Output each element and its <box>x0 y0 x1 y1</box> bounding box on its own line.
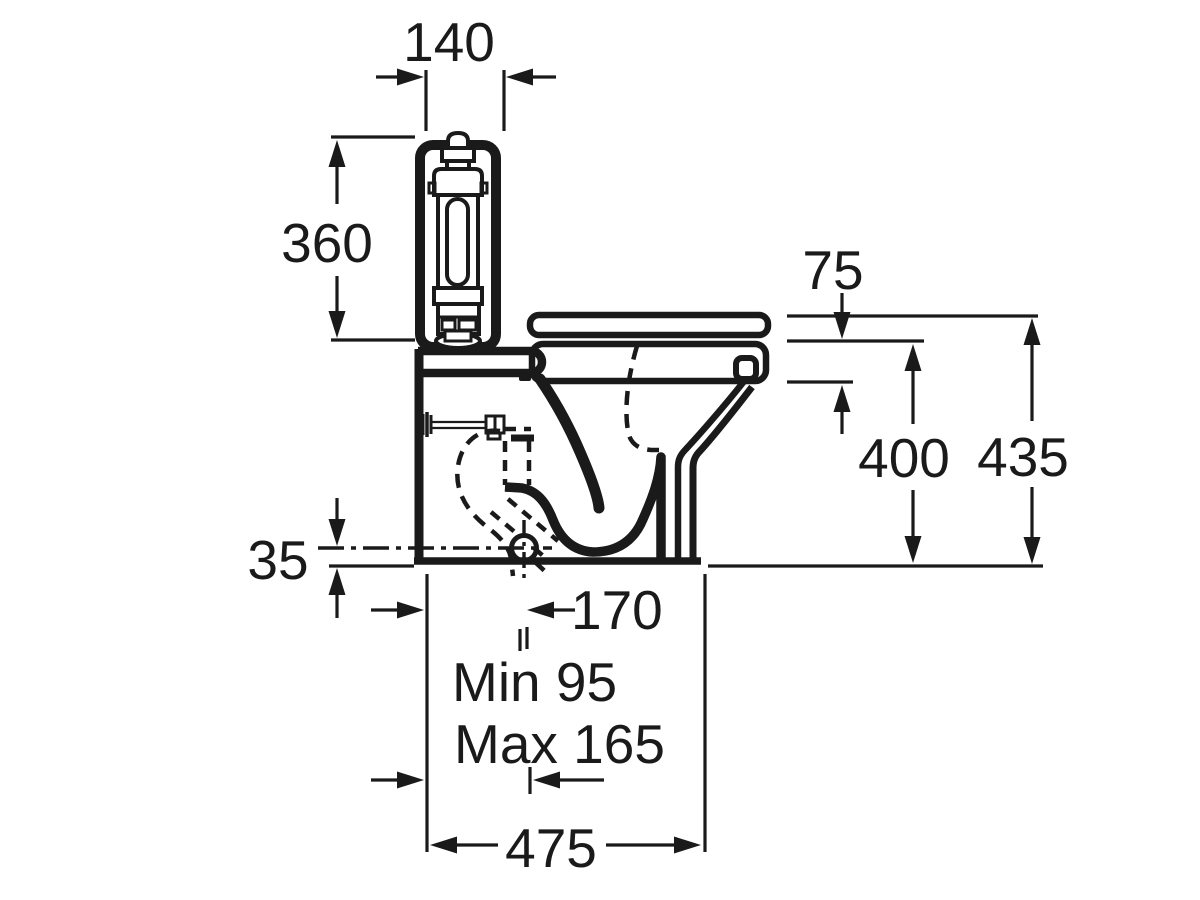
valve-float-tube <box>445 197 470 287</box>
valve-cap <box>432 167 484 197</box>
label-cistern-width: 140 <box>403 11 495 73</box>
outlet-circle <box>509 533 539 563</box>
inlet-connector-foot <box>486 431 502 441</box>
dimension-labels: 140 360 75 400 435 35 170 Min 95 Max 165… <box>247 11 1068 879</box>
angled-outlet-below-floor <box>534 561 550 576</box>
seat-lid <box>526 311 772 339</box>
arrow-435-up <box>1023 318 1041 345</box>
pan-rim-band <box>418 346 547 378</box>
arrow-170-right <box>527 601 554 619</box>
bowl-interior-hidden <box>624 345 659 453</box>
label-seat-to-rim: 75 <box>802 239 863 301</box>
label-outlet-centre-depth: 170 <box>571 579 663 641</box>
bowl-front-outer <box>689 384 755 558</box>
inlet-valve-assembly <box>421 412 506 441</box>
bowl-front-inner <box>674 377 748 558</box>
centerlines <box>318 520 552 794</box>
angled-outlet-line1 <box>489 510 518 535</box>
arrow-minmax-left <box>397 771 424 789</box>
label-cistern-height: 360 <box>281 212 373 274</box>
arrow-400-up <box>904 344 922 371</box>
arrow-140-left <box>397 68 424 86</box>
valve-port-left <box>440 318 457 332</box>
arrow-475-left <box>430 836 457 854</box>
label-outlet-centre-height: 35 <box>247 529 308 591</box>
arrow-400-down <box>904 536 922 563</box>
valve-base-block <box>443 329 473 343</box>
fixture-outline <box>414 130 772 565</box>
arrow-35-up <box>328 568 346 595</box>
label-seat-height: 400 <box>858 427 950 489</box>
arrow-75-down <box>833 312 851 339</box>
arrow-170-left <box>397 601 424 619</box>
valve-port-right <box>457 318 478 332</box>
trap-hidden-outline <box>455 428 516 577</box>
arrow-75-up <box>833 385 851 412</box>
label-overall-depth: 475 <box>505 817 597 879</box>
label-overall-height: 435 <box>977 426 1069 488</box>
dimension-lines <box>328 68 1043 854</box>
flush-button-dome <box>446 130 470 150</box>
flush-valve-mechanism <box>427 130 489 350</box>
seat-hinge-damper <box>733 355 759 382</box>
arrow-360-down <box>328 311 346 338</box>
bowl-back-slope <box>534 373 605 514</box>
seat-ring <box>528 340 770 385</box>
arrow-35-down <box>328 519 346 546</box>
arrow-360-up <box>328 140 346 167</box>
angled-outlet-line2 <box>506 497 560 543</box>
label-outlet-min: Min 95 <box>452 651 617 713</box>
arrow-140-right <box>506 68 533 86</box>
arrow-minmax-right <box>533 771 560 789</box>
trap-sump <box>504 452 666 558</box>
valve-mid-flange <box>432 286 484 306</box>
valve-tab-right <box>479 181 489 195</box>
arrow-435-down <box>1023 537 1041 564</box>
label-outlet-max: Max 165 <box>454 713 665 775</box>
arrow-475-right <box>674 836 701 854</box>
valve-tab-left <box>427 181 437 195</box>
